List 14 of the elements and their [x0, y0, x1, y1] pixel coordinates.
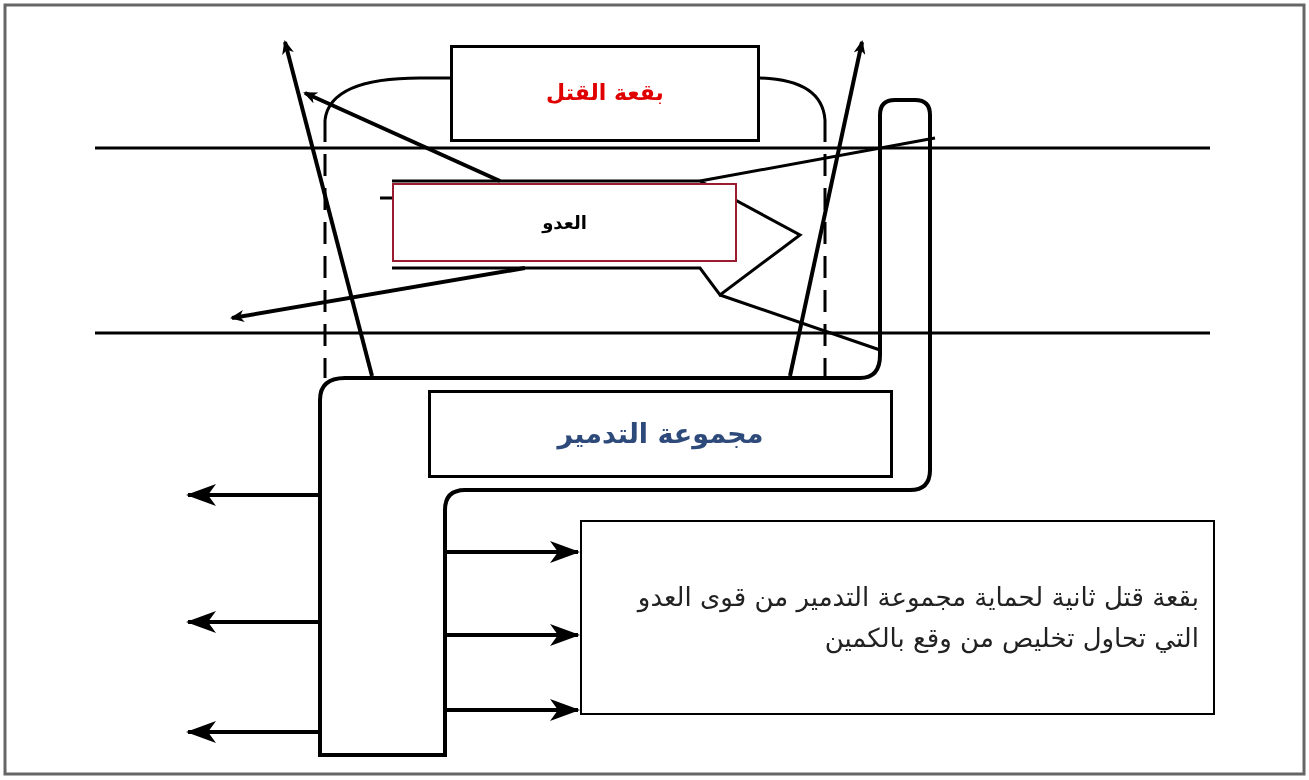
arrow: [303, 91, 501, 183]
arrow: [788, 40, 866, 377]
arrow: [447, 624, 580, 646]
arrow: [282, 40, 374, 377]
arrow: [447, 541, 580, 563]
label-box: مجموعة التدمير: [428, 390, 893, 478]
arrow: [186, 484, 320, 506]
arrow: [186, 611, 320, 633]
arrow: [447, 699, 580, 721]
label-box: بقعة القتل: [450, 45, 760, 142]
arrow: [186, 721, 320, 743]
arrow: [230, 266, 526, 322]
label-box: العدو: [392, 183, 737, 262]
note-box: بقعة قتل ثانية لحماية مجموعة التدمير من قوى العدو التي تحاول تخليص من وقع بالكمين: [580, 520, 1215, 715]
